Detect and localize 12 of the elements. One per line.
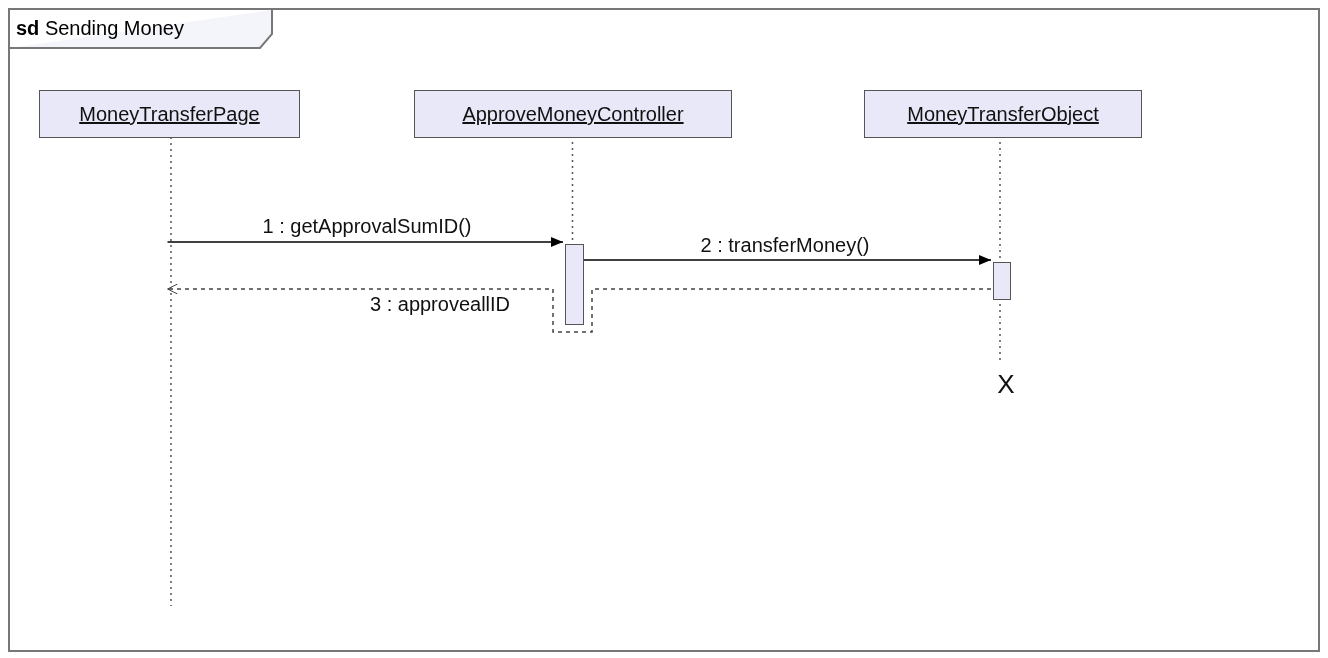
- sequence-frame: [8, 8, 1320, 652]
- object-name: ApproveMoneyController: [462, 102, 684, 127]
- destruction-mark: X: [997, 370, 1015, 398]
- message-arrow: [166, 237, 564, 247]
- lifeline-head: [864, 90, 1142, 138]
- activation-bar: [565, 244, 584, 325]
- lifeline-head: [414, 90, 732, 138]
- return-message-arrow: [166, 283, 992, 333]
- object-name: MoneyTransferObject: [907, 102, 1099, 127]
- frame-title: sd Sending Money: [16, 16, 184, 40]
- object-name: MoneyTransferPage: [79, 102, 260, 127]
- activation-bar: [993, 262, 1011, 300]
